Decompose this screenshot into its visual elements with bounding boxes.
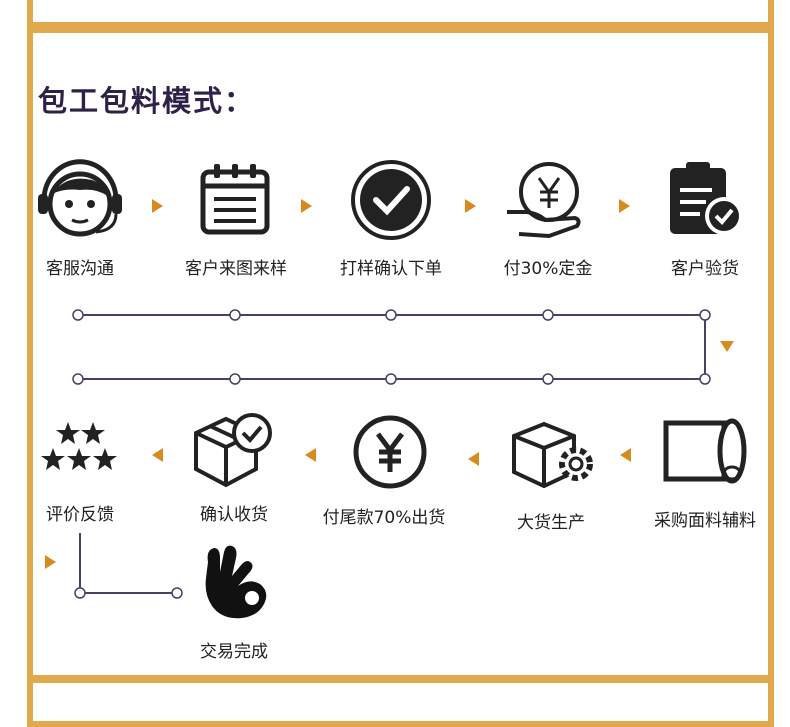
box-check-icon bbox=[194, 413, 272, 488]
yen-circle-icon bbox=[353, 415, 427, 489]
ok-hand-icon bbox=[205, 545, 267, 619]
step-label-design: 客户来图来样 bbox=[185, 259, 287, 279]
stars-icon bbox=[41, 422, 117, 470]
yen-hand-icon bbox=[507, 162, 581, 239]
step-label-production: 大货生产 bbox=[517, 513, 585, 533]
top-frame-edge bbox=[27, 0, 774, 28]
step-label-review: 评价反馈 bbox=[46, 505, 114, 525]
step-label-sample: 打样确认下单 bbox=[340, 259, 442, 279]
fabric-roll-icon bbox=[663, 418, 747, 484]
check-circle-icon bbox=[351, 160, 431, 240]
step-label-inspect: 客户验货 bbox=[671, 259, 739, 279]
step-label-complete: 交易完成 bbox=[200, 642, 268, 662]
headset-agent-icon bbox=[38, 159, 122, 237]
clipboard-check-icon bbox=[670, 162, 743, 235]
step-label-purchase: 采购面料辅料 bbox=[654, 511, 756, 531]
step-label-deposit: 付30%定金 bbox=[503, 259, 593, 279]
flow-connectors bbox=[45, 199, 734, 599]
section-title: 包工包料模式： bbox=[38, 84, 256, 118]
step-label-receipt: 确认收货 bbox=[200, 505, 268, 525]
box-gear-icon bbox=[512, 421, 593, 489]
calendar-notepad-icon bbox=[200, 164, 270, 235]
step-label-balance: 付尾款70%出货 bbox=[322, 508, 446, 528]
step-label-consult: 客服沟通 bbox=[46, 259, 114, 279]
